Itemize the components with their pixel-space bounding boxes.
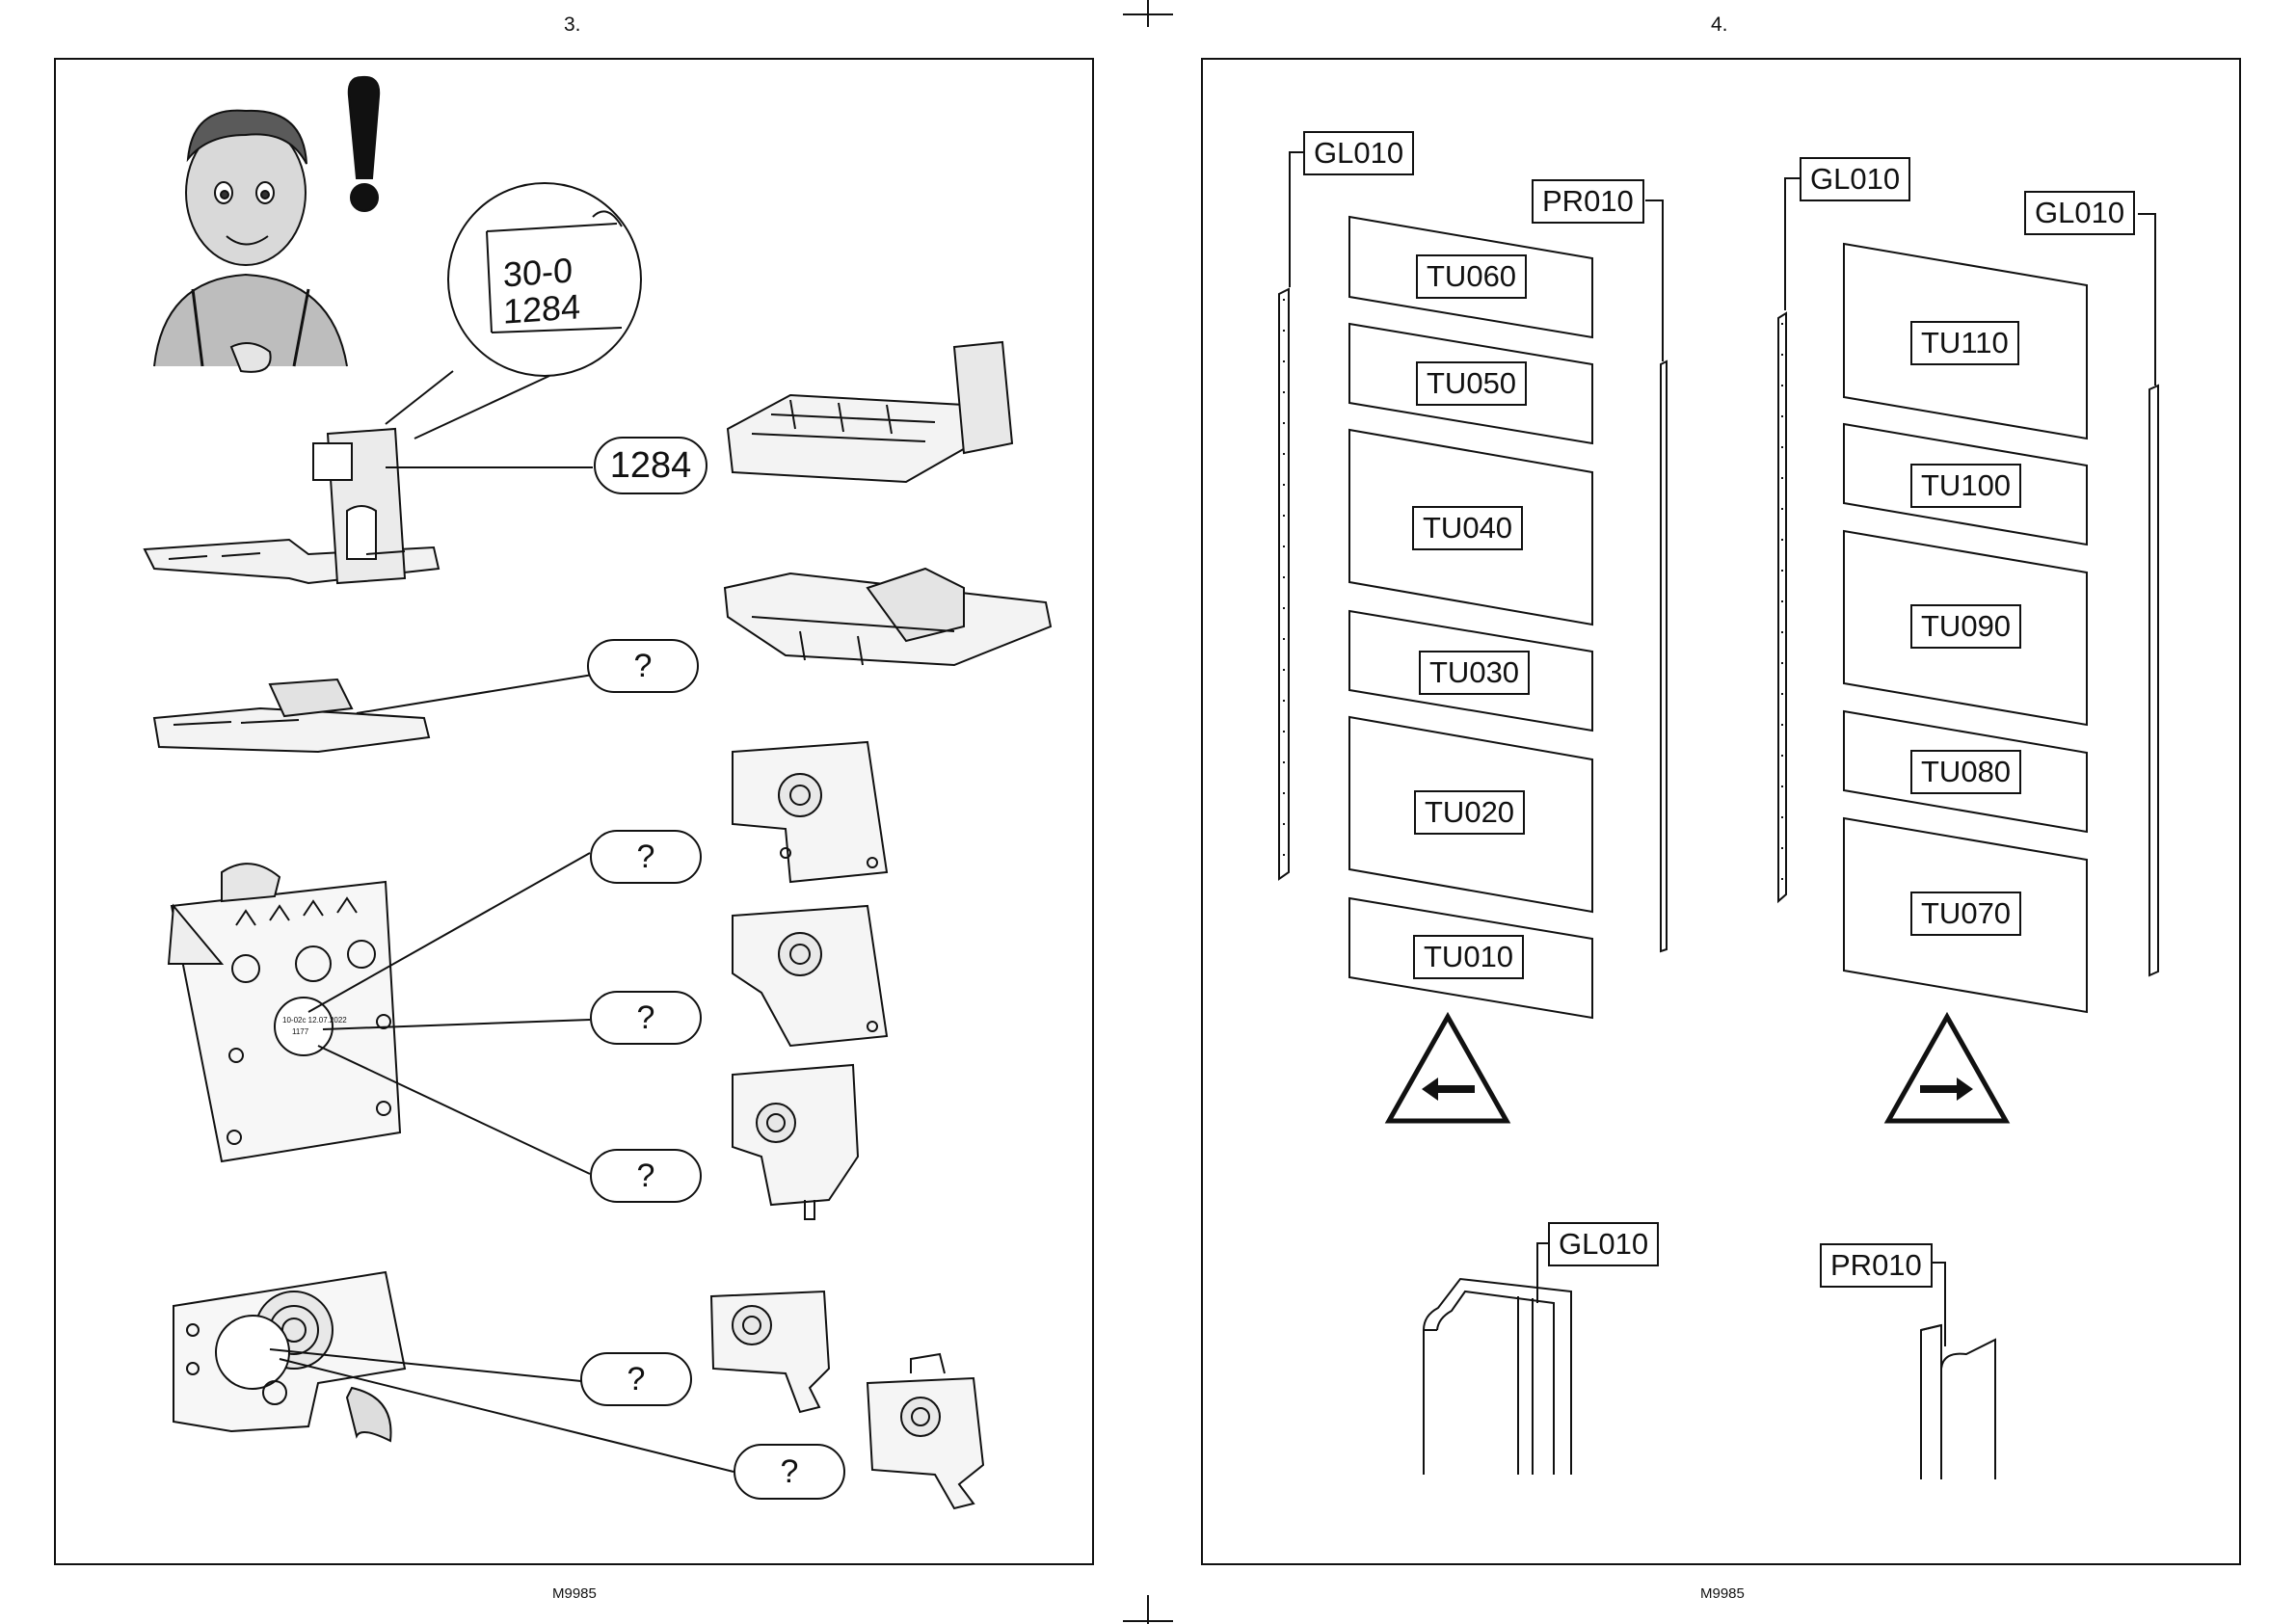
- label-tu040: TU040: [1412, 506, 1523, 550]
- label-pr010-left-set: PR010: [1532, 179, 1644, 224]
- label-tu100: TU100: [1910, 464, 2021, 508]
- label-tu020: TU020: [1414, 790, 1525, 835]
- label-tu090: TU090: [1910, 604, 2021, 649]
- label-gl010-left-set: GL010: [1303, 131, 1414, 175]
- left-arrow-icon: [1389, 1017, 1507, 1121]
- label-tu080: TU080: [1910, 750, 2021, 794]
- profile-gl010-left-set: [1279, 289, 1289, 879]
- label-gl010-right-set-a: GL010: [1800, 157, 1910, 201]
- profile-detail-pr010: [1921, 1325, 1995, 1479]
- label-tu050: TU050: [1416, 361, 1527, 406]
- label-tu070: TU070: [1910, 892, 2021, 936]
- label-tu110: TU110: [1910, 321, 2019, 365]
- label-tu030: TU030: [1419, 651, 1530, 695]
- profile-pr010-left-set: [1661, 361, 1667, 951]
- profile-gl010-right-set-a: [1778, 313, 1786, 901]
- profile-gl010-right-set-b: [2149, 386, 2158, 975]
- profile-detail-gl010: [1424, 1279, 1571, 1475]
- label-pr010-detail: PR010: [1820, 1243, 1933, 1288]
- label-gl010-right-set-b: GL010: [2024, 191, 2135, 235]
- label-gl010-detail: GL010: [1548, 1222, 1659, 1266]
- label-tu060: TU060: [1416, 254, 1527, 299]
- right-arrow-icon: [1888, 1017, 2006, 1121]
- label-tu010: TU010: [1413, 935, 1524, 979]
